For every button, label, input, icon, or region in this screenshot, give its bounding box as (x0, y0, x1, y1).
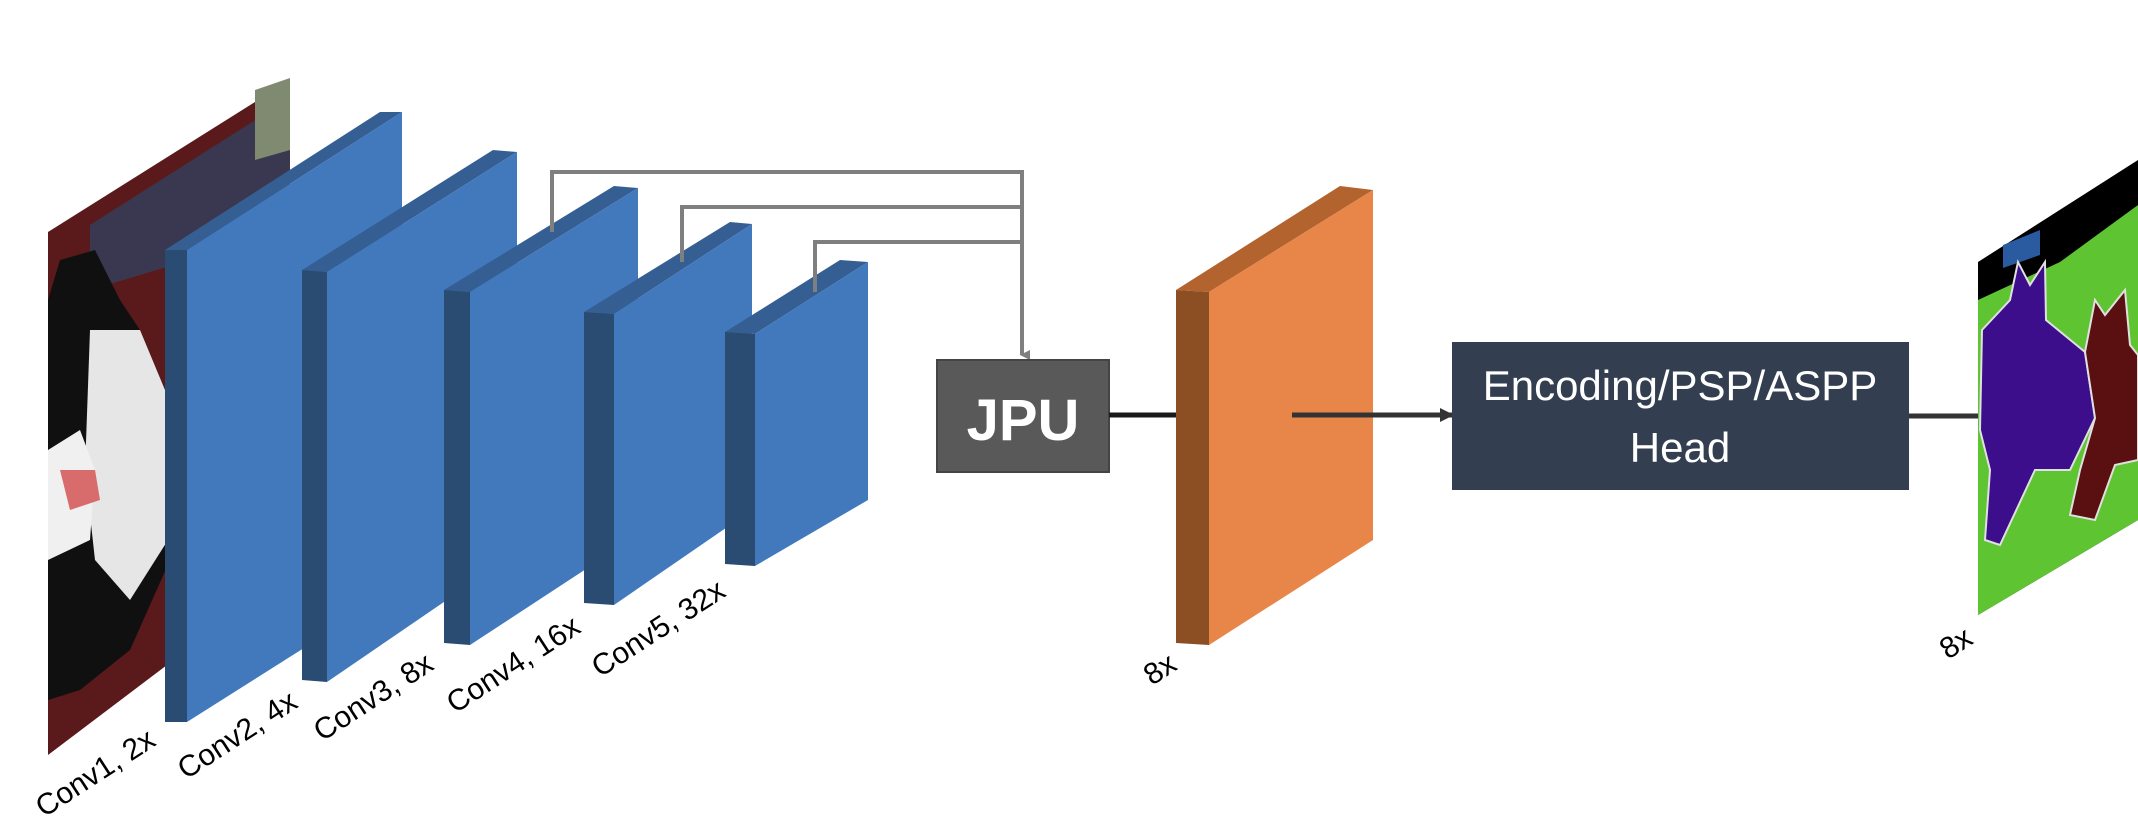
jpu-connectors (550, 170, 1030, 360)
jpu-label: JPU (967, 388, 1080, 453)
head-label-line2: Head (1630, 424, 1730, 471)
conv4-layer (584, 222, 752, 605)
head-label-line1: Encoding/PSP/ASPP (1483, 362, 1878, 409)
output-label: 8x (1934, 621, 1979, 666)
feature-map (1176, 186, 1373, 645)
feature-map-label: 8x (1138, 647, 1183, 692)
conv5-layer (725, 260, 868, 566)
head-block: Encoding/PSP/ASPP Head (1452, 342, 1909, 490)
output-segmentation (1978, 160, 2138, 615)
jpu-block: JPU (936, 359, 1110, 473)
